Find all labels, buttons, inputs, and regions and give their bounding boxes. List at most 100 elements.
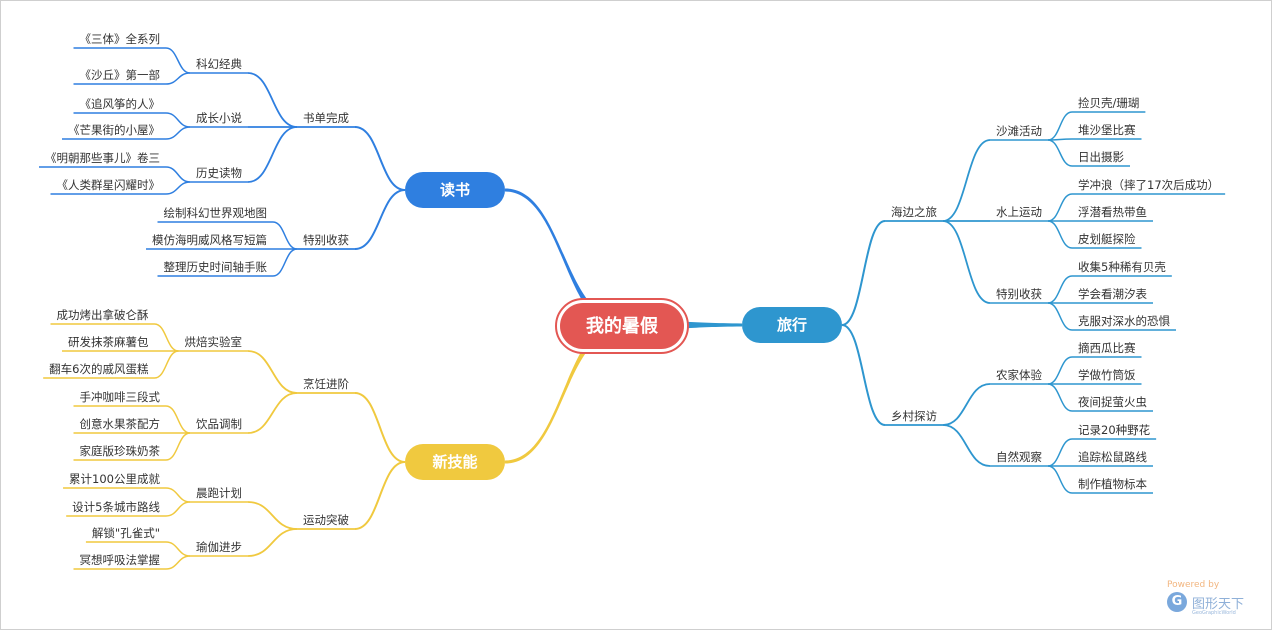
travel-leaf-1-1-1[interactable]: 追踪松鼠路线 [1078, 450, 1147, 464]
skills-leaf-0-1-2[interactable]: 家庭版珍珠奶茶 [80, 444, 161, 458]
connector-line [841, 324, 886, 426]
connector-line [165, 487, 191, 503]
reading-leaf-0-0-1[interactable]: 《沙丘》第一部 [80, 68, 161, 82]
reading-sub-0-0[interactable]: 科幻经典 [196, 57, 242, 71]
connector-line [1047, 220, 1073, 249]
watermark-powered-text: Powered by [1167, 580, 1220, 590]
connector-line [165, 501, 191, 517]
connector-line [354, 126, 406, 191]
connector-line [247, 126, 298, 183]
connector-line [1047, 302, 1073, 331]
main-connector [505, 188, 622, 330]
connector-line [354, 461, 406, 530]
skills-leaf-1-0-0[interactable]: 累计100公里成就 [69, 472, 160, 486]
connector-line [272, 248, 298, 277]
reading-leaf-0-2-1[interactable]: 《人类群星闪耀时》 [57, 178, 161, 192]
travel-leaf-1-1-2[interactable]: 制作植物标本 [1078, 477, 1147, 491]
reading-leaf-0-1-0[interactable]: 《追风筝的人》 [80, 97, 161, 111]
topic-skills-shape [405, 444, 505, 480]
skills-leaf-0-0-2[interactable]: 翻车6次的戚风蛋糕 [49, 362, 149, 376]
connector-line [165, 555, 191, 570]
reading-leaf-1-1[interactable]: 模仿海明威风格写短篇 [152, 233, 267, 247]
topic-travel-label: 旅行 [777, 316, 807, 334]
watermark-brand: 图形天下 [1192, 597, 1245, 612]
topic-reading-label: 读书 [440, 181, 470, 199]
travel-leaf-0-0-2[interactable]: 日出摄影 [1078, 150, 1124, 164]
reading-sub-0-2[interactable]: 历史读物 [196, 166, 242, 180]
skills-leaf-0-1-0[interactable]: 手冲咖啡三段式 [80, 390, 161, 404]
main-connector [505, 320, 622, 464]
skills-group-0[interactable]: 烹饪进阶 [303, 377, 349, 391]
connector-line [165, 112, 191, 128]
connector-line [154, 350, 179, 379]
skills-leaf-1-1-1[interactable]: 冥想呼吸法掌握 [80, 553, 161, 567]
skills-group-1[interactable]: 运动突破 [303, 513, 349, 527]
travel-group-0[interactable]: 海边之旅 [891, 205, 937, 219]
topic-reading[interactable]: 读书 [405, 172, 505, 208]
skills-sub-1-0[interactable]: 晨跑计划 [196, 486, 242, 500]
travel-sub-0-1[interactable]: 水上运动 [996, 205, 1042, 219]
connector-line [1047, 465, 1073, 494]
connector-line [154, 323, 179, 352]
skills-leaf-0-1-1[interactable]: 创意水果茶配方 [80, 417, 161, 431]
root-shape [560, 303, 684, 349]
reading-group-0[interactable]: 书单完成 [303, 111, 349, 125]
connector-line [1047, 275, 1073, 304]
travel-sub-1-0[interactable]: 农家体验 [996, 368, 1042, 382]
travel-leaf-1-0-1[interactable]: 学做竹筒饭 [1078, 368, 1136, 382]
connector-line [165, 432, 191, 461]
skills-sub-0-1[interactable]: 饮品调制 [196, 417, 242, 431]
connector-line [247, 350, 298, 394]
connector-line [247, 72, 298, 128]
topic-reading-shape [405, 172, 505, 208]
travel-leaf-0-1-0[interactable]: 学冲浪（摔了17次后成功） [1078, 178, 1219, 192]
connector-line [247, 392, 298, 434]
root-node[interactable]: 我的暑假 [555, 298, 689, 354]
travel-leaf-0-2-2[interactable]: 克服对深水的恐惧 [1078, 314, 1170, 328]
skills-sub-0-0[interactable]: 烘焙实验室 [185, 335, 243, 349]
reading-leaf-0-2-0[interactable]: 《明朝那些事儿》卷三 [45, 151, 160, 165]
skills-leaf-0-0-1[interactable]: 研发抹茶麻薯包 [68, 335, 149, 349]
travel-leaf-1-0-0[interactable]: 摘西瓜比赛 [1078, 341, 1136, 355]
reading-leaf-1-2[interactable]: 整理历史时间轴手账 [164, 260, 268, 274]
connector-line [165, 166, 191, 183]
travel-leaf-0-1-2[interactable]: 皮划艇探险 [1078, 232, 1136, 246]
travel-leaf-0-0-1[interactable]: 堆沙堡比赛 [1078, 123, 1136, 137]
connector-line [942, 424, 991, 467]
skills-leaf-0-0-0[interactable]: 成功烤出拿破仑酥 [57, 308, 149, 322]
travel-leaf-0-2-0[interactable]: 收集5种稀有贝壳 [1078, 260, 1166, 274]
connector-line [272, 221, 298, 250]
topic-skills-label: 新技能 [432, 453, 477, 471]
connector-line [165, 181, 191, 195]
connector-line [1047, 356, 1073, 385]
travel-leaf-1-1-0[interactable]: 记录20种野花 [1078, 423, 1151, 437]
skills-leaf-1-0-1[interactable]: 设计5条城市路线 [72, 500, 160, 514]
connector-line [1047, 139, 1073, 167]
reading-sub-0-1[interactable]: 成长小说 [196, 111, 242, 125]
travel-leaf-0-0-0[interactable]: 捡贝壳/珊瑚 [1078, 96, 1139, 110]
travel-group-1[interactable]: 乡村探访 [891, 409, 937, 423]
connector-line [942, 220, 991, 304]
connector-line [942, 139, 991, 222]
connector-line [841, 220, 886, 326]
travel-sub-1-1[interactable]: 自然观察 [996, 450, 1042, 464]
travel-sub-0-0[interactable]: 沙滩活动 [996, 124, 1042, 138]
skills-leaf-1-1-0[interactable]: 解锁"孔雀式" [92, 526, 160, 540]
travel-leaf-0-1-1[interactable]: 浮潜看热带鱼 [1078, 205, 1147, 219]
reading-group-1[interactable]: 特别收获 [303, 233, 349, 247]
reading-leaf-1-0[interactable]: 绘制科幻世界观地图 [164, 206, 268, 220]
topic-travel[interactable]: 旅行 [742, 307, 842, 343]
watermark: Powered by G 图形天下 GeoGraphicWorld [1165, 580, 1255, 620]
reading-leaf-0-0-0[interactable]: 《三体》全系列 [80, 32, 161, 46]
travel-leaf-0-2-1[interactable]: 学会看潮汐表 [1078, 287, 1147, 301]
connector-line [247, 501, 298, 530]
travel-sub-0-2[interactable]: 特别收获 [996, 287, 1042, 301]
connector-line [354, 189, 406, 250]
root-label: 我的暑假 [586, 315, 659, 337]
travel-leaf-1-0-2[interactable]: 夜间捉萤火虫 [1078, 395, 1147, 409]
reading-leaf-0-1-1[interactable]: 《芒果街的小屋》 [68, 123, 160, 137]
skills-sub-1-1[interactable]: 瑜伽进步 [196, 540, 242, 554]
topic-skills[interactable]: 新技能 [405, 444, 505, 480]
